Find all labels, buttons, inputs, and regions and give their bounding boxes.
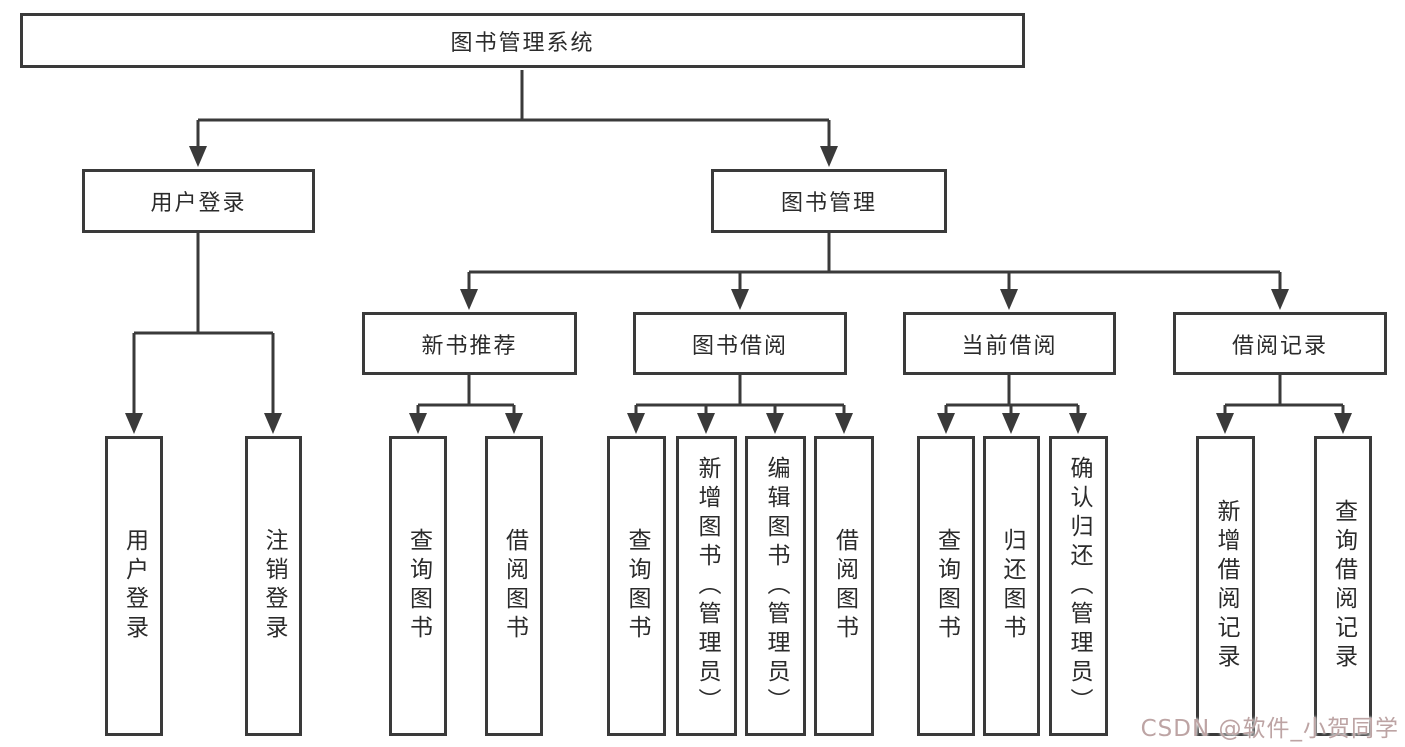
leaf-add-borrow-record: 新增借阅记录	[1196, 436, 1255, 736]
node-root-label: 图书管理系统	[450, 30, 595, 56]
leaf-user-login-label: 用户登录	[121, 528, 148, 644]
node-book-borrow: 图书借阅	[633, 312, 847, 375]
node-new-book-recommend-label: 新书推荐	[421, 333, 518, 359]
node-borrow-record-label: 借阅记录	[1231, 333, 1328, 359]
leaf-return-book-label: 归还图书	[999, 528, 1025, 644]
leaf-return-book: 归还图书	[983, 436, 1040, 736]
leaf-logout: 注销登录	[245, 436, 302, 736]
leaf-query-borrow-record: 查询借阅记录	[1314, 436, 1372, 736]
leaf-add-book-label: 新增图书（管理员）	[694, 455, 720, 717]
leaf-borrow-book-newrec: 借阅图书	[485, 436, 543, 736]
leaf-add-borrow-record-label: 新增借阅记录	[1213, 499, 1239, 673]
leaf-query-book-borrow: 查询图书	[607, 436, 666, 736]
leaf-query-book-current-label: 查询图书	[933, 528, 960, 644]
leaf-borrow-book-newrec-label: 借阅图书	[501, 528, 528, 644]
leaf-logout-label: 注销登录	[261, 528, 287, 644]
leaf-query-book-newrec-label: 查询图书	[405, 528, 432, 644]
node-current-borrow: 当前借阅	[903, 312, 1116, 375]
leaf-query-book-newrec: 查询图书	[389, 436, 447, 736]
node-root: 图书管理系统	[20, 13, 1025, 68]
node-book-borrow-label: 图书借阅	[691, 333, 788, 359]
node-book-management: 图书管理	[711, 169, 947, 233]
node-user-login-label: 用户登录	[150, 191, 247, 216]
arrowheads	[125, 146, 1352, 434]
leaf-query-book-current: 查询图书	[917, 436, 975, 736]
leaf-user-login: 用户登录	[105, 436, 163, 736]
node-user-login: 用户登录	[82, 169, 315, 233]
leaf-edit-book: 编辑图书（管理员）	[745, 436, 806, 736]
leaf-query-borrow-record-label: 查询借阅记录	[1330, 499, 1357, 673]
leaf-query-book-borrow-label: 查询图书	[624, 528, 650, 644]
node-borrow-record: 借阅记录	[1173, 312, 1387, 375]
node-current-borrow-label: 当前借阅	[961, 333, 1058, 359]
leaf-borrow-book-borrow-label: 借阅图书	[831, 528, 858, 644]
leaf-edit-book-label: 编辑图书（管理员）	[763, 455, 789, 717]
leaf-confirm-return-label: 确认归还（管理员）	[1066, 455, 1092, 717]
leaf-confirm-return: 确认归还（管理员）	[1049, 436, 1108, 736]
leaf-add-book: 新增图书（管理员）	[676, 436, 737, 736]
node-book-management-label: 图书管理	[780, 191, 877, 216]
node-new-book-recommend: 新书推荐	[362, 312, 577, 375]
csdn-watermark: CSDN @软件_小贺同学	[1140, 716, 1399, 742]
leaf-borrow-book-borrow: 借阅图书	[814, 436, 874, 736]
